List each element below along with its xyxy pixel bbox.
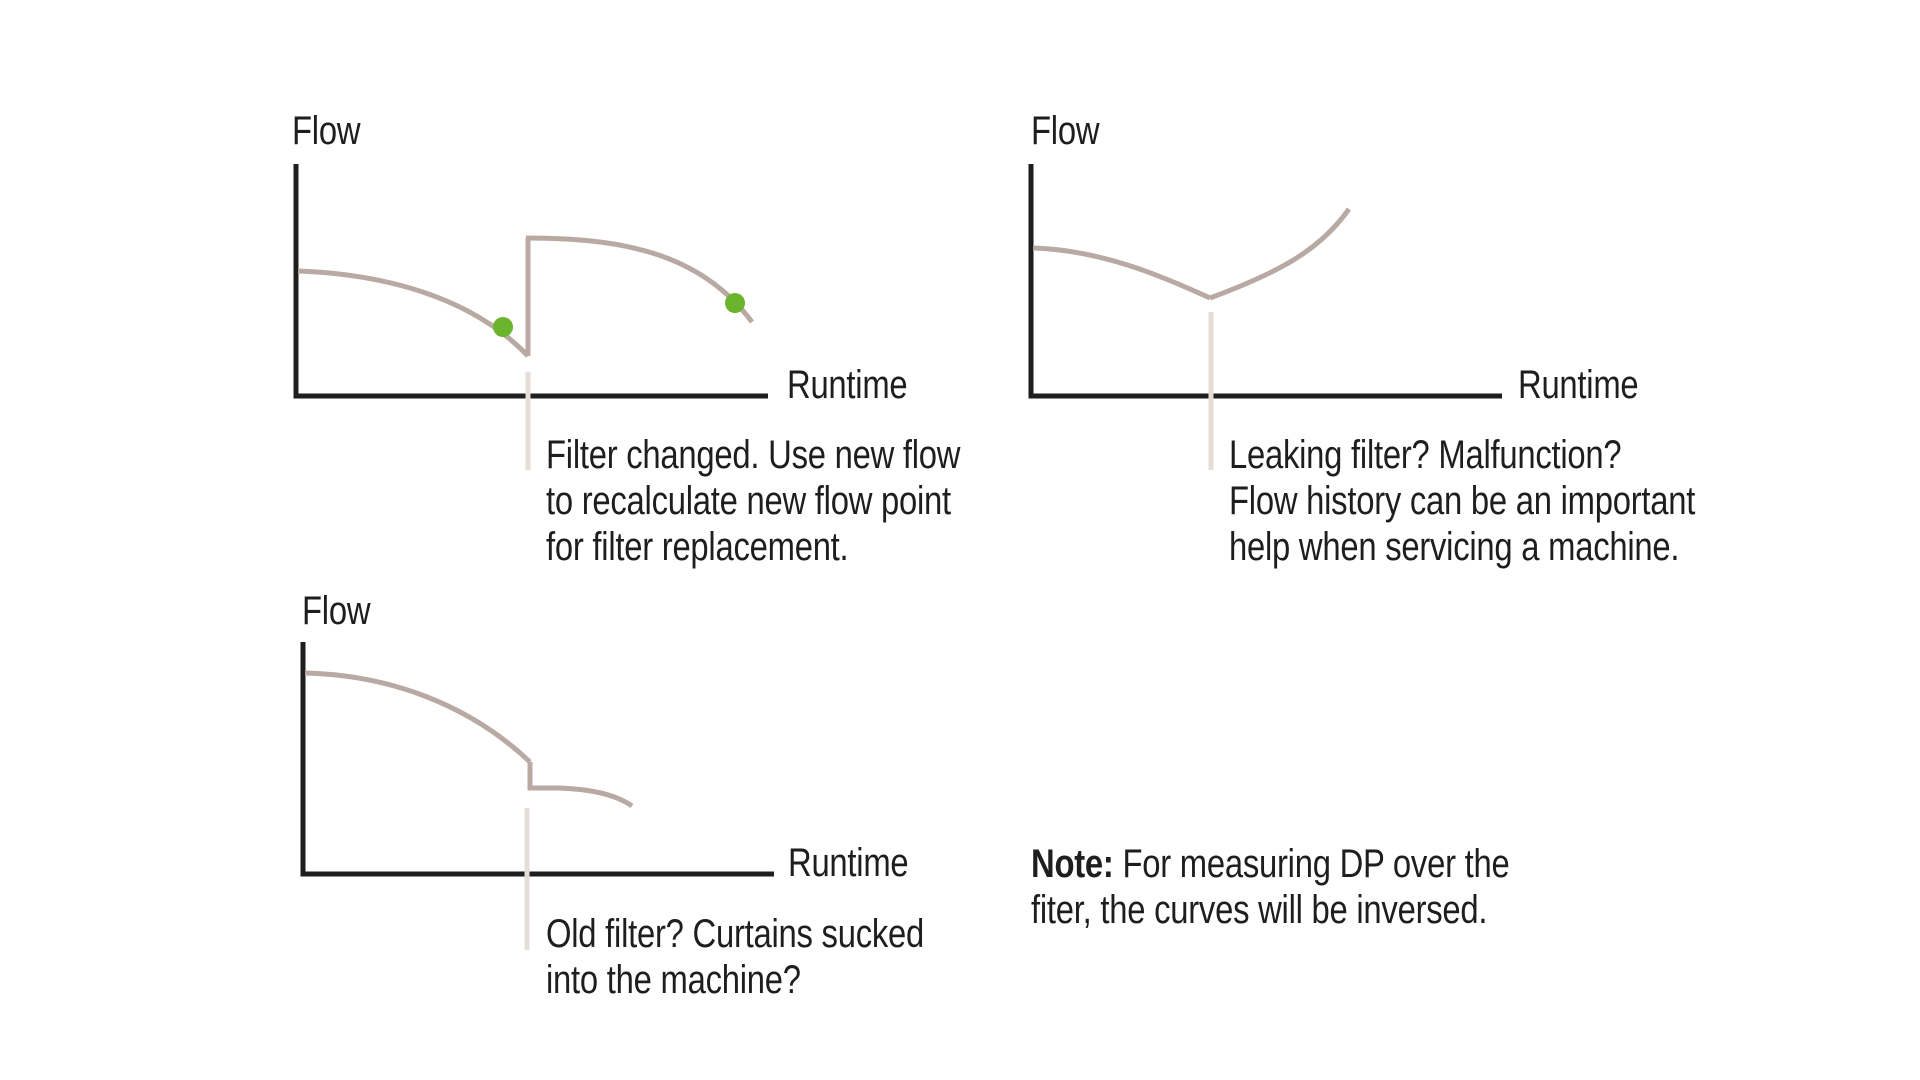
panel-leaking-filter bbox=[1028, 164, 1502, 470]
caption-line: help when servicing a machine. bbox=[1229, 525, 1680, 569]
flow-curve-tail-3 bbox=[557, 785, 634, 809]
panel-old-filter bbox=[300, 642, 774, 950]
y-axis-label-panel-1: Flow bbox=[292, 109, 361, 153]
caption-panel-1: Filter changed. Use new flow to recalcul… bbox=[546, 432, 960, 570]
flow-curve-after-change bbox=[525, 235, 755, 324]
note-text-1: For measuring DP over the bbox=[1113, 842, 1510, 886]
note-line-1: Note: For measuring DP over the bbox=[1031, 841, 1510, 887]
axes-panel-2 bbox=[1028, 164, 1502, 399]
y-axis-label-panel-2: Flow bbox=[1031, 109, 1100, 153]
flow-curve-before-change bbox=[297, 268, 530, 358]
y-axis-label-panel-3: Flow bbox=[302, 589, 371, 633]
axes-panel-1 bbox=[293, 164, 768, 399]
x-axis-label-panel-1: Runtime bbox=[787, 363, 908, 407]
x-axis-label-panel-2: Runtime bbox=[1518, 363, 1639, 407]
replacement-point-1 bbox=[493, 317, 513, 337]
caption-line: to recalculate new flow point bbox=[546, 479, 951, 523]
caption-line: Leaking filter? Malfunction? bbox=[1229, 433, 1622, 477]
flow-curve-drop-3 bbox=[527, 762, 560, 791]
note-label: Note: bbox=[1031, 842, 1114, 886]
panel-filter-changed bbox=[293, 164, 768, 470]
note-block: Note: For measuring DP over the fiter, t… bbox=[1031, 841, 1510, 933]
caption-line: into the machine? bbox=[546, 958, 801, 1002]
axes-panel-3 bbox=[300, 642, 774, 877]
note-line-2: fiter, the curves will be inversed. bbox=[1031, 888, 1488, 932]
flow-curve-rise bbox=[1209, 207, 1352, 301]
caption-panel-2: Leaking filter? Malfunction? Flow histor… bbox=[1229, 432, 1695, 570]
flow-curve-decline bbox=[1032, 245, 1212, 301]
caption-line: for filter replacement. bbox=[546, 525, 849, 569]
caption-line: Flow history can be an important bbox=[1229, 479, 1696, 523]
x-axis-label-panel-3: Runtime bbox=[788, 841, 909, 885]
replacement-point-2 bbox=[725, 293, 745, 313]
caption-line: Filter changed. Use new flow bbox=[546, 433, 961, 477]
caption-panel-3: Old filter? Curtains sucked into the mac… bbox=[546, 911, 924, 1003]
caption-line: Old filter? Curtains sucked bbox=[546, 912, 925, 956]
flow-curve-decline-3 bbox=[304, 670, 532, 764]
